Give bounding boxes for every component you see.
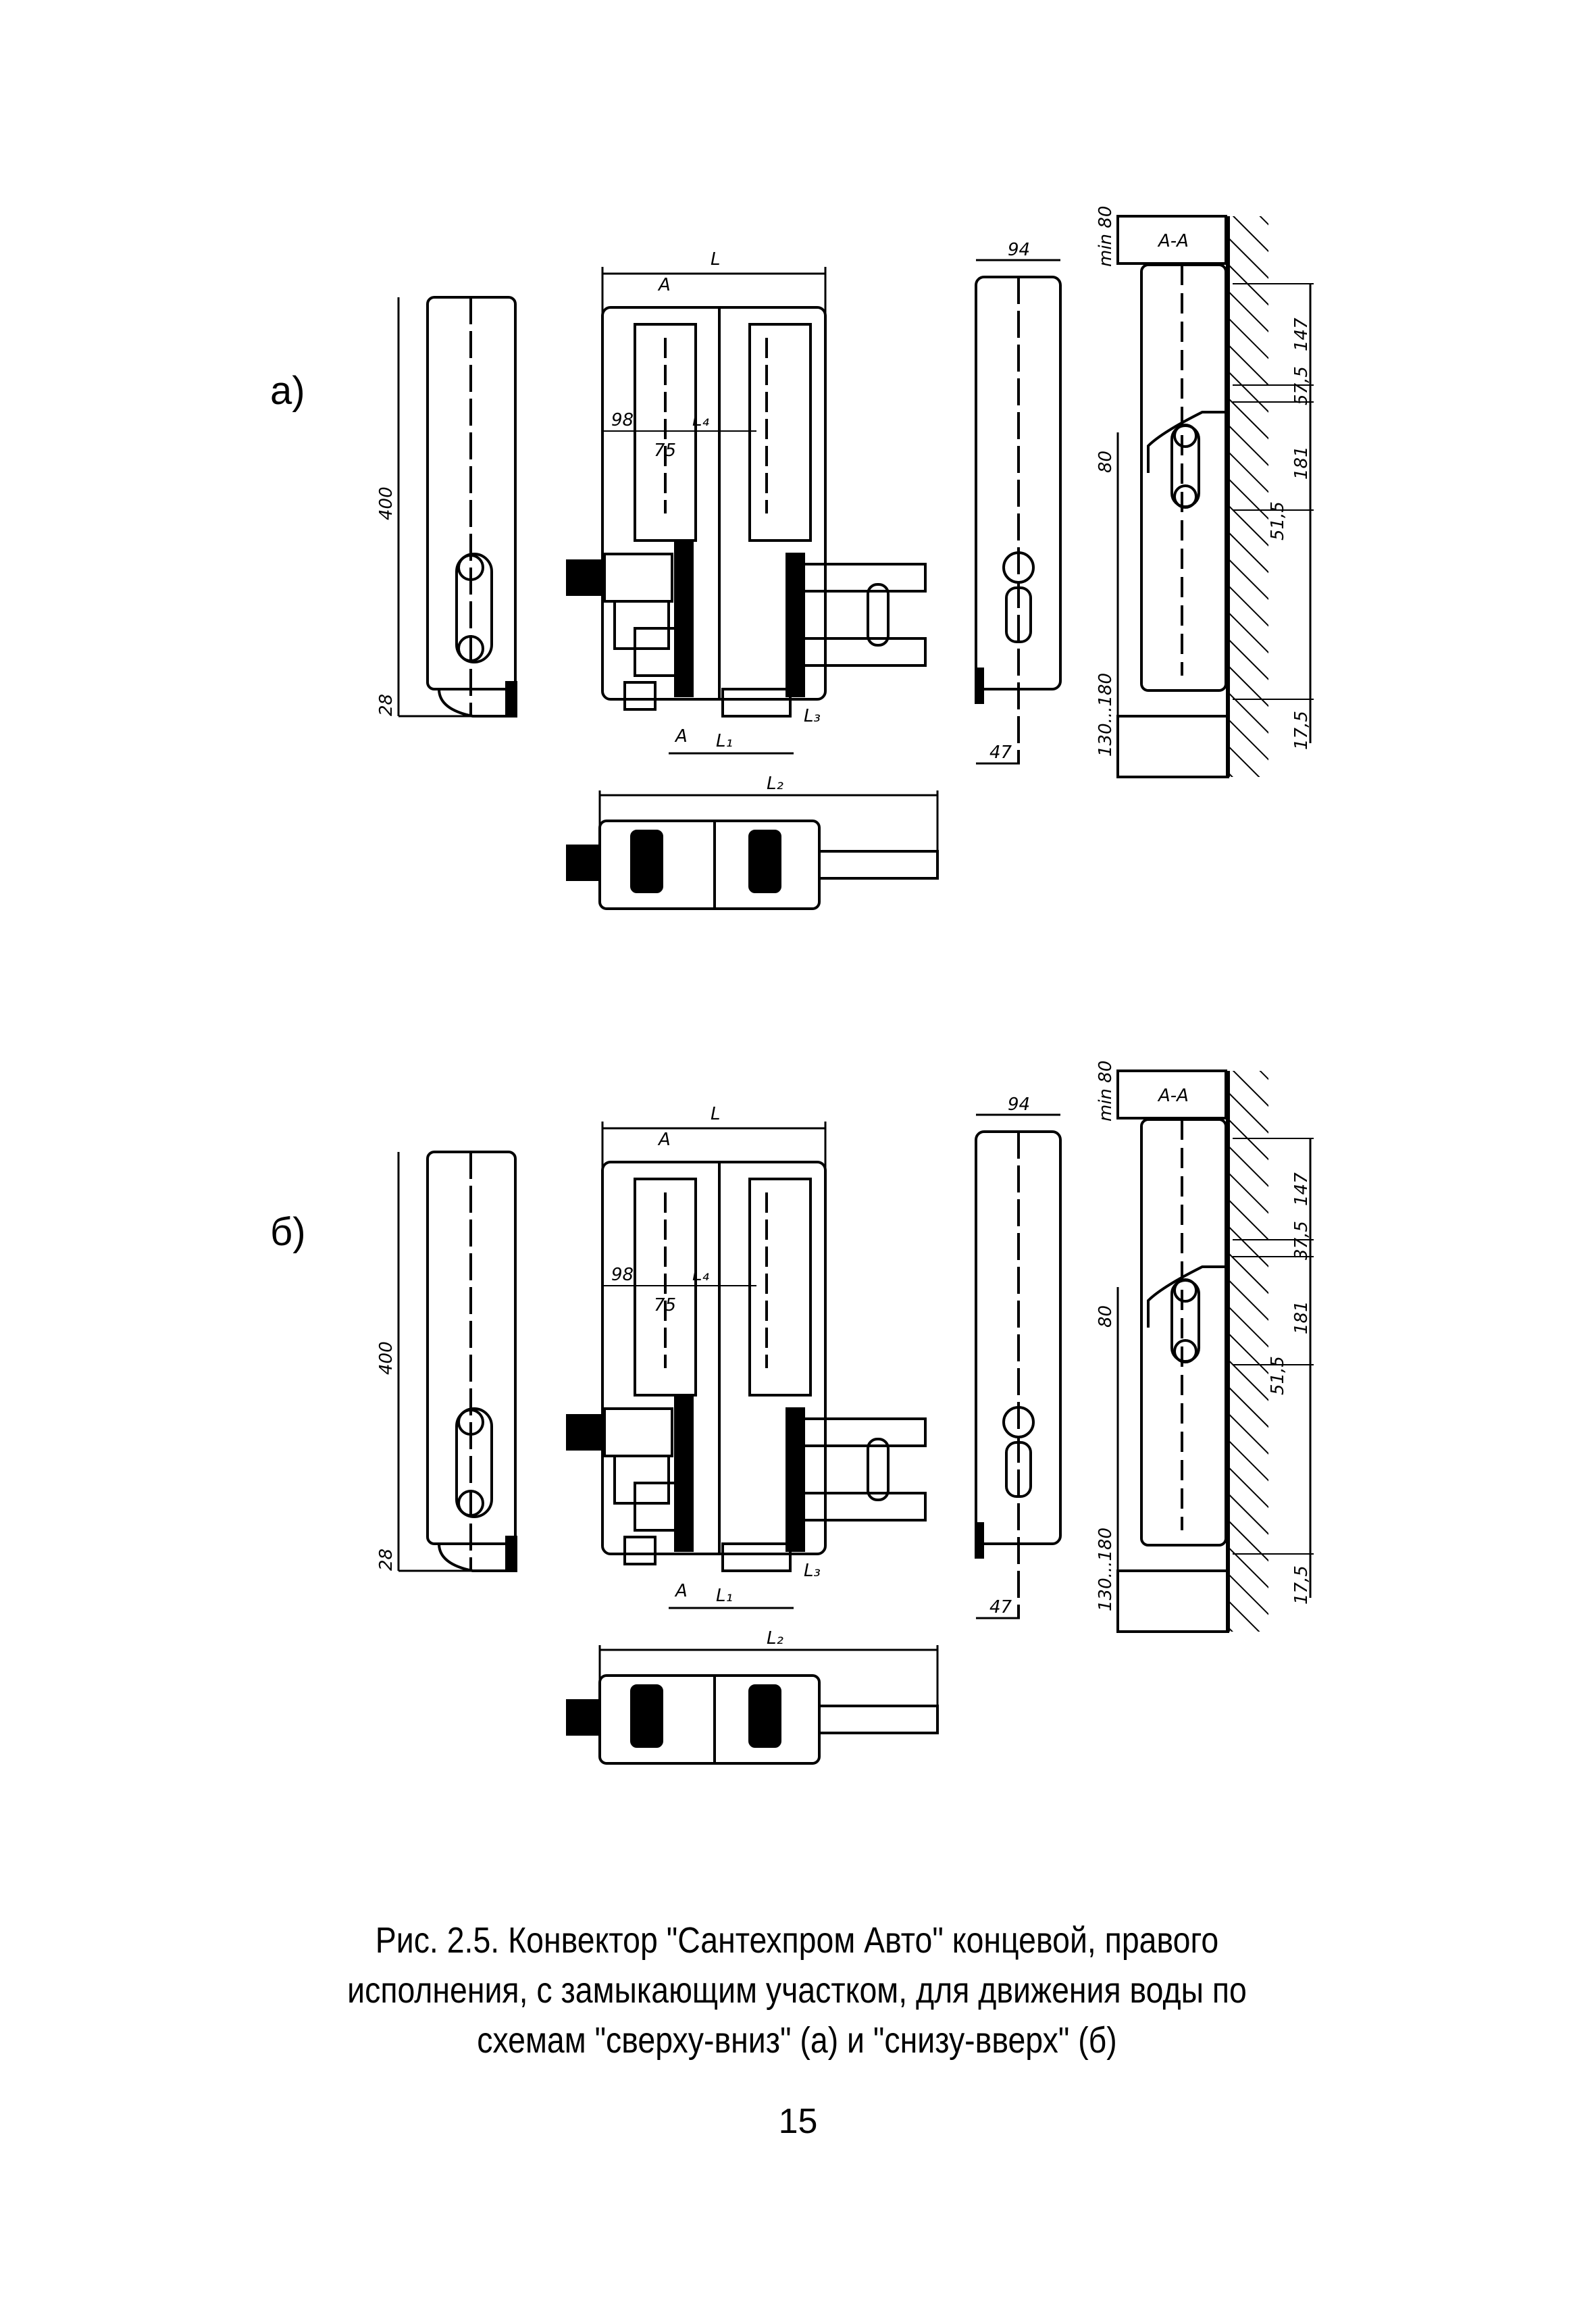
dim-28: 28 — [376, 694, 396, 716]
dim-28: 28 — [376, 1549, 396, 1571]
dim-51_5: 51,5 — [1268, 1356, 1288, 1395]
dim-17_5: 17,5 — [1291, 1565, 1312, 1605]
dim-L2: L₂ — [767, 1628, 783, 1649]
dim-section-mark: A — [657, 275, 671, 295]
dim-98: 98 — [611, 1265, 634, 1285]
dim-130-180: 130...180 — [1096, 1528, 1116, 1611]
dim-75: 75 — [654, 441, 676, 461]
dim-section-title: А-А — [1157, 1086, 1189, 1106]
dim-147: 147 — [1291, 318, 1312, 351]
dim-51_5: 51,5 — [1268, 501, 1288, 540]
dim-181: 181 — [1291, 1301, 1312, 1334]
dim-80: 80 — [1096, 451, 1116, 473]
dim-130-180: 130...180 — [1096, 673, 1116, 757]
figure-a-label: а) — [270, 369, 305, 413]
dim-98: 98 — [611, 410, 634, 430]
dim-L2: L₂ — [767, 774, 783, 794]
dim-400: 400 — [376, 1341, 396, 1375]
figure-b-label: б) — [270, 1210, 306, 1254]
dim-L1: L₁ — [716, 731, 733, 751]
dim-181: 181 — [1291, 446, 1312, 480]
dim-400: 400 — [376, 486, 396, 520]
dim-57_5: 57,5 — [1291, 366, 1312, 405]
dim-min80: min 80 — [1096, 1061, 1116, 1122]
dim-47: 47 — [989, 743, 1012, 763]
dim-94: 94 — [1008, 1095, 1030, 1115]
dim-L1: L₁ — [716, 1586, 733, 1606]
dim-47: 47 — [989, 1597, 1012, 1617]
dim-80: 80 — [1096, 1305, 1116, 1328]
dim-147: 147 — [1291, 1172, 1312, 1206]
dim-17_5: 17,5 — [1291, 711, 1312, 750]
dim-section-mark-bottom: A — [674, 1581, 688, 1601]
dim-L3: L₃ — [804, 706, 821, 726]
dim-L4: L₄ — [692, 410, 709, 430]
dim-L4: L₄ — [692, 1265, 709, 1285]
dim-75: 75 — [654, 1295, 676, 1315]
dim-L: L — [711, 249, 721, 270]
dim-L3: L₃ — [804, 1561, 821, 1581]
dim-37_5: 37,5 — [1291, 1221, 1312, 1260]
dim-94: 94 — [1008, 240, 1030, 260]
dim-section-mark: A — [657, 1130, 671, 1150]
dim-section-title: А-А — [1157, 231, 1189, 251]
figure-b-drawing — [398, 1071, 1314, 1763]
dim-L: L — [711, 1104, 721, 1124]
figure-b-dimensions: L A 98 L₄ 75 L₁ L₃ A L₂ 94 47 А-А 400 28… — [376, 1061, 1312, 1649]
page-number: 15 — [778, 2102, 818, 2141]
dim-section-mark-bottom: A — [674, 726, 688, 747]
figure-a-drawing — [398, 216, 1314, 909]
figure-caption: Рис. 2.5. Конвектор "Сантехпром Авто" ко… — [347, 1920, 1247, 2061]
dim-min80: min 80 — [1096, 206, 1116, 267]
figure-a-dimensions: L A 98 L₄ 75 L₁ L₃ A L₂ 94 47 А-А 400 28… — [376, 206, 1312, 794]
